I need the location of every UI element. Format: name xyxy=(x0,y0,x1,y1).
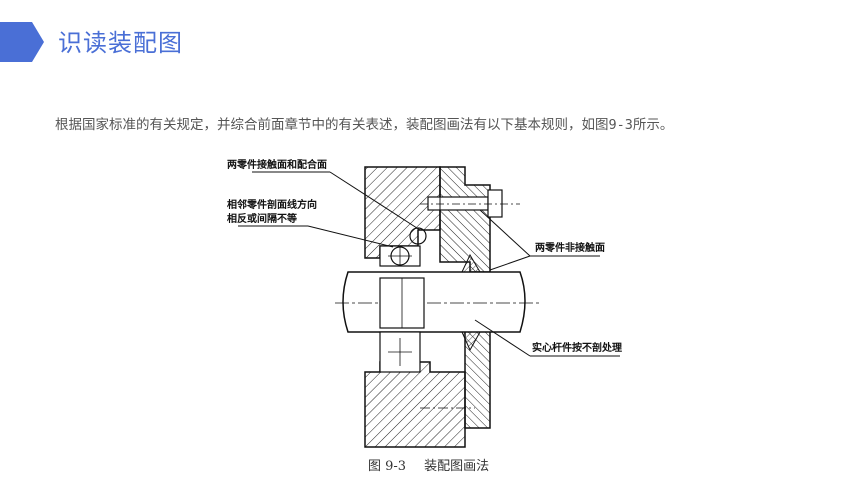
label-non-contact: 两零件非接触面 xyxy=(535,241,605,254)
bolt-shank xyxy=(427,196,489,211)
cover-upper xyxy=(439,166,491,273)
seal-upper xyxy=(461,253,481,273)
label-hatch-line1: 相邻零件剖面线方向 xyxy=(227,198,317,211)
bolt-head xyxy=(487,189,503,218)
section-header: 识读装配图 xyxy=(0,22,400,62)
label-hatch-line2: 相反或间隔不等 xyxy=(227,212,297,225)
page-title: 识读装配图 xyxy=(58,29,183,57)
caption-number: 图 9-3 xyxy=(368,459,407,474)
intro-paragraph: 根据国家标准的有关规定，并综合前面章节中的有关表述，装配图画法有以下基本规则，如… xyxy=(55,117,674,133)
shaft xyxy=(342,271,526,333)
contact-detail-circle xyxy=(409,227,427,245)
chevron-marker-icon xyxy=(0,22,44,62)
housing-lower xyxy=(364,361,466,448)
seal-lower xyxy=(461,331,481,352)
caption-title: 装配图画法 xyxy=(424,459,490,474)
label-solid-rod: 实心杆件按不剖处理 xyxy=(532,341,622,354)
label-contact-surface: 两零件接触面和配合面 xyxy=(227,158,327,171)
figure-caption: 图 9-3 装配图画法 xyxy=(368,455,489,474)
housing-upper xyxy=(364,166,441,259)
